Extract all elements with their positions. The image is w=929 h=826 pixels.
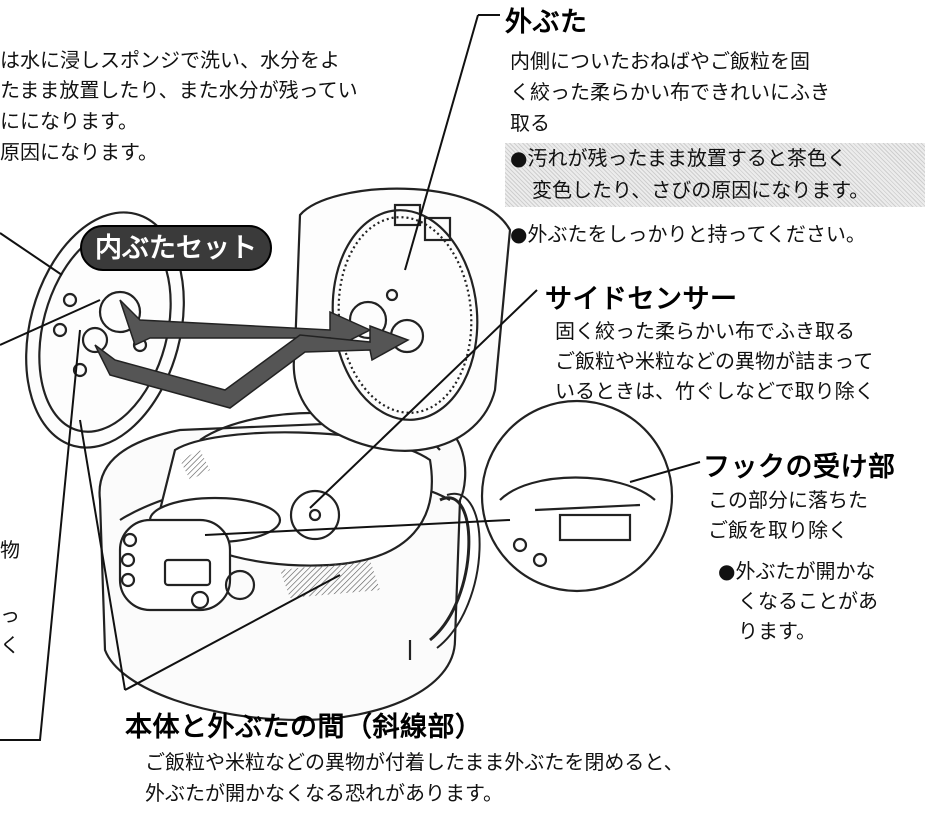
outer-lid-warning-line-2: 変色したり、さびの原因になります。 xyxy=(532,178,870,202)
outer-lid-warning-box xyxy=(505,143,925,207)
outer-lid-line-3: 取る xyxy=(510,111,550,135)
left-note-line-2: たまま放置したり、また水分が残ってい xyxy=(0,78,358,102)
side-sensor-heading: サイドセンサー xyxy=(545,284,738,315)
outer-lid-line-2: く絞った柔らかい布できれいにふき xyxy=(510,80,830,104)
outer-lid-line-1: 内側についたおねばやご飯粒を固 xyxy=(510,49,810,73)
left-note-line-1: は水に浸しスポンジで洗い、水分をよ xyxy=(0,48,340,72)
arrows xyxy=(94,299,410,409)
hook-receiver-line-2: ご飯を取り除く xyxy=(708,518,848,542)
hook-receiver-heading: フックの受け部 xyxy=(703,452,896,483)
outer-lid-heading: 外ぶた xyxy=(505,7,588,38)
side-sensor-line-3: いるときは、竹ぐしなどで取り除く xyxy=(555,379,875,403)
left-fragment-3: く xyxy=(0,633,20,657)
hook-receiver-line-1: この部分に落ちた xyxy=(708,488,868,512)
outer-lid-drawing xyxy=(292,187,512,452)
left-note-line-3: にになります。 xyxy=(0,109,138,133)
side-sensor-line-2: ご飯粒や米粒などの異物が詰まって xyxy=(555,349,874,373)
hook-receiver-note-line-2: くなることがあ xyxy=(738,589,878,613)
side-sensor-line-1: 固く絞った柔らかい布でふき取る xyxy=(555,319,855,343)
left-fragment-2: っ xyxy=(0,603,20,627)
hook-receiver-note-line-1: ●外ぶたが開かな xyxy=(718,559,876,583)
leader-lines xyxy=(0,14,701,741)
body-gap-line-1: ご飯粒や米粒などの異物が付着したまま外ぶたを閉めると、 xyxy=(145,750,684,774)
inner-lid-set-label: 内ぶたセット xyxy=(80,225,272,271)
cooker-body xyxy=(98,411,481,722)
body-gap-line-2: 外ぶたが開かなくなる恐れがあります。 xyxy=(145,781,503,805)
left-note-line-4: 原因になります。 xyxy=(0,140,158,164)
hook-magnifier xyxy=(480,399,674,593)
left-fragment-1: 物 xyxy=(0,538,20,562)
outer-lid-note: ●外ぶたをしっかりと持ってください。 xyxy=(510,222,866,246)
hook-receiver-note-line-3: ります。 xyxy=(738,619,816,643)
inner-lid-drawing xyxy=(25,211,185,449)
outer-lid-warning-line-1: ●汚れが残ったまま放置すると茶色く xyxy=(510,146,847,170)
body-gap-heading: 本体と外ぶたの間（斜線部） xyxy=(125,712,483,743)
